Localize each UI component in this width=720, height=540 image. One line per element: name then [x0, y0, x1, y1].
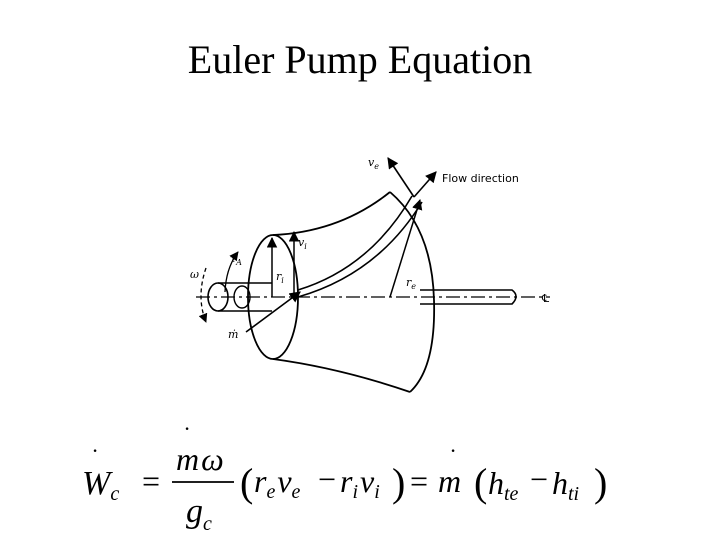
eq-dot-w: ·: [92, 438, 98, 463]
eq-numerator: mω: [176, 441, 224, 477]
impeller-body: [247, 191, 436, 393]
eq-minus-2: −: [530, 461, 548, 497]
label-ve: ve: [368, 156, 379, 171]
flow-arrows: [245, 157, 437, 333]
eq-hti: hti: [552, 465, 579, 505]
label-mdot: ṁ: [228, 328, 238, 341]
eq-hte: hte: [488, 465, 519, 505]
blade-passage: [297, 195, 423, 298]
eq-lhs: Wc: [82, 465, 119, 505]
eq-equals: =: [142, 463, 160, 499]
eq-ri-vi: rivi: [340, 463, 380, 503]
shaft: [196, 289, 550, 305]
eq-lparen-2: (: [474, 460, 487, 505]
eq-denominator: gc: [186, 493, 212, 535]
eq-equals-2: =: [410, 463, 428, 499]
label-re: re: [406, 276, 416, 291]
slide-title: Euler Pump Equation: [187, 37, 533, 82]
eq-lparen: (: [240, 460, 253, 505]
label-vi: vi: [298, 236, 307, 251]
label-ri: ri: [276, 270, 284, 285]
label-tau: τA: [230, 252, 242, 267]
label-omega: ω: [190, 268, 199, 281]
label-centerline: ℄: [541, 292, 549, 305]
eq-re-ve: reve: [254, 463, 301, 503]
eq-rparen-2: ): [594, 460, 607, 505]
eq-dot-m: ·: [184, 416, 190, 441]
radius-vectors: [224, 198, 423, 298]
euler-equation: · Wc = · mω gc ( reve − rivi ) = · m ( h…: [82, 416, 607, 535]
inlet-hub: [198, 267, 272, 323]
label-flow-direction: Flow direction: [442, 172, 519, 185]
eq-m2: m: [438, 463, 461, 499]
eq-rparen: ): [392, 460, 405, 505]
eq-minus: −: [318, 461, 336, 497]
eq-dot-m2: ·: [450, 438, 456, 463]
